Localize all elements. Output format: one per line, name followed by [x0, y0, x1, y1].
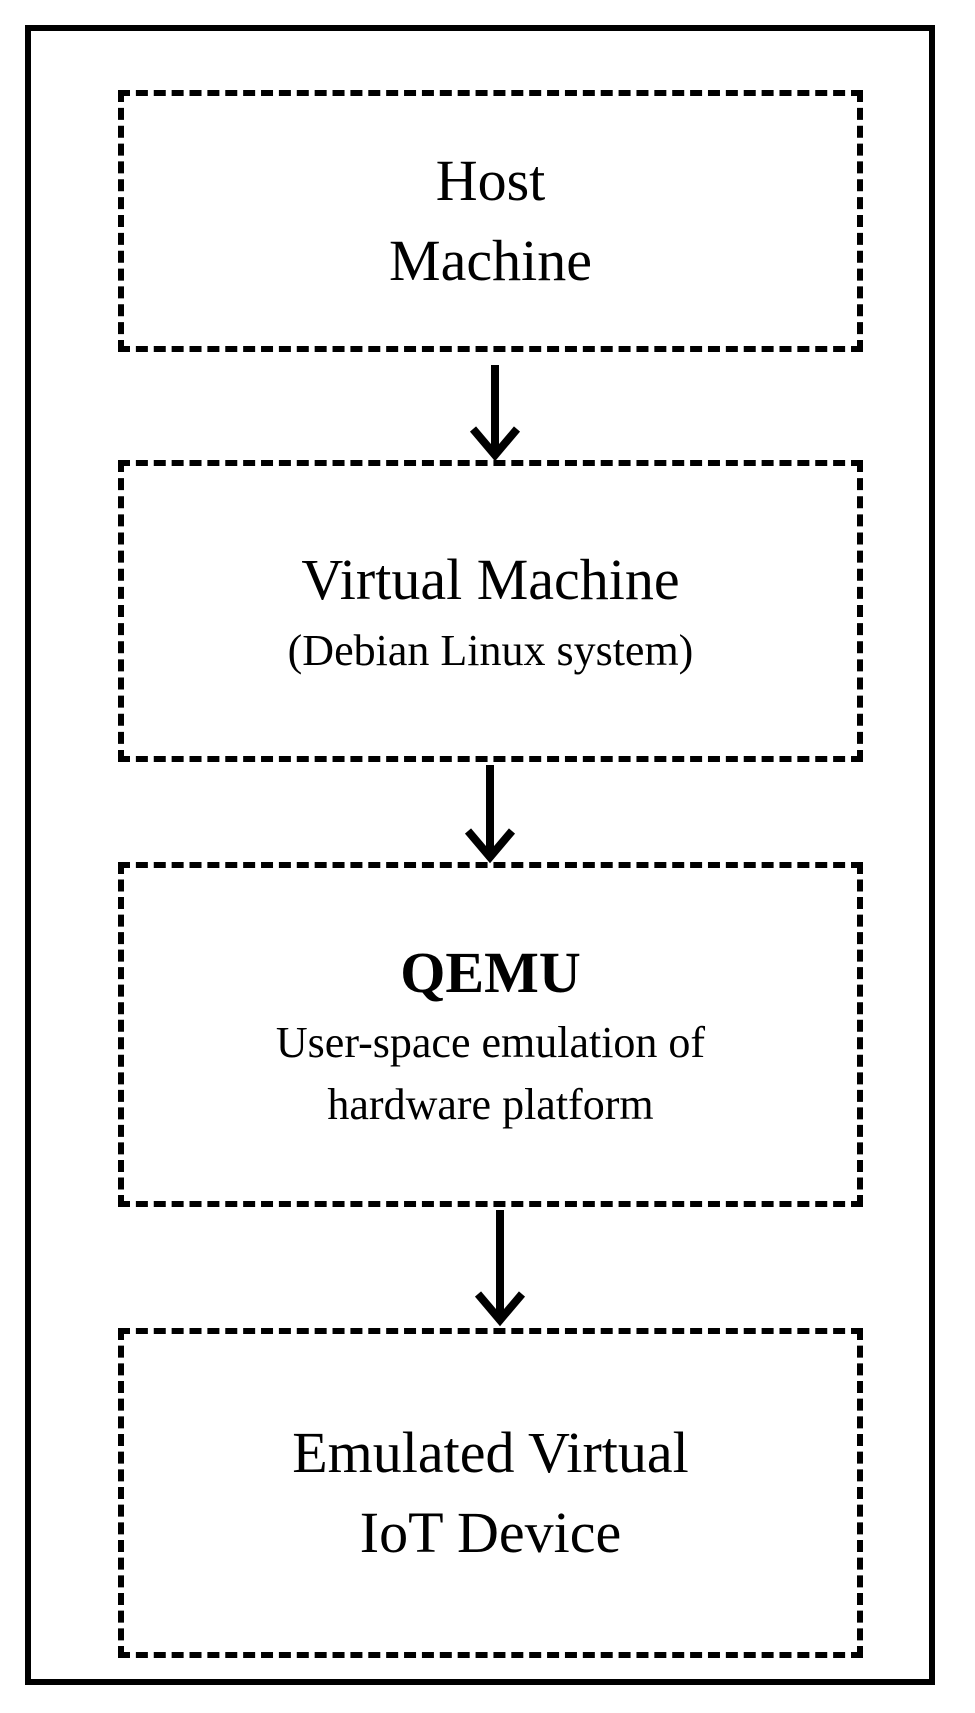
diagram-frame	[25, 25, 935, 1685]
qemu-line-1: User-space emulation of	[275, 1017, 706, 1067]
arrow-down-icon	[474, 1210, 526, 1327]
iot-device-line-2: IoT Device	[359, 1500, 622, 1565]
qemu-line-2: hardware platform	[327, 1079, 654, 1129]
arrow-down-icon	[469, 365, 521, 462]
virtual-machine-box: Virtual Machine (Debian Linux system)	[118, 460, 863, 762]
host-machine-line-2: Machine	[389, 228, 592, 293]
host-machine-line-1: Host	[435, 148, 546, 213]
iot-device-line-1: Emulated Virtual	[292, 1420, 689, 1485]
iot-device-box: Emulated Virtual IoT Device	[118, 1328, 863, 1658]
virtual-machine-title: Virtual Machine	[301, 547, 680, 612]
arrow-down-icon	[464, 765, 516, 864]
qemu-box: QEMU User-space emulation of hardware pl…	[118, 862, 863, 1207]
qemu-title: QEMU	[400, 939, 581, 1005]
virtual-machine-subtitle: (Debian Linux system)	[287, 626, 694, 675]
host-machine-box: Host Machine	[118, 90, 863, 352]
